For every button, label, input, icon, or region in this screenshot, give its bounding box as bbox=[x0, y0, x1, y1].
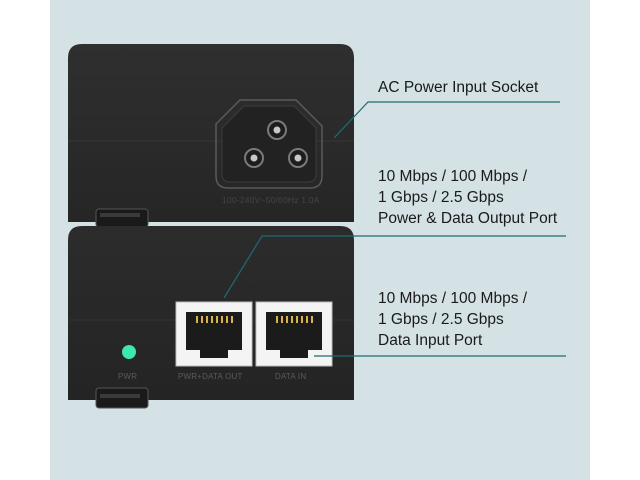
callout-ac-input: AC Power Input Socket bbox=[378, 77, 538, 98]
ratings-label: 100-240V~50/60Hz 1.0A bbox=[222, 195, 320, 205]
data-input-port bbox=[255, 301, 333, 367]
callout-poe-output-line-2: 1 Gbps / 2.5 Gbps bbox=[378, 189, 504, 206]
ac-power-socket bbox=[215, 99, 323, 189]
callout-data-input-line-2: 1 Gbps / 2.5 Gbps bbox=[378, 311, 504, 328]
callout-data-input: 10 Mbps / 100 Mbps / 1 Gbps / 2.5 Gbps D… bbox=[378, 288, 527, 351]
mounting-clip-bottom bbox=[95, 387, 149, 409]
callout-data-input-line-1: 10 Mbps / 100 Mbps / bbox=[378, 290, 528, 307]
leader-line-poe-output bbox=[223, 235, 566, 299]
callout-poe-output: 10 Mbps / 100 Mbps / 1 Gbps / 2.5 Gbps P… bbox=[378, 166, 557, 229]
callout-ac-input-line-1: AC Power Input Socket bbox=[378, 79, 539, 96]
pwr-label: PWR bbox=[118, 372, 138, 381]
poe-output-port bbox=[175, 301, 253, 367]
callout-poe-output-line-1: 10 Mbps / 100 Mbps / bbox=[378, 168, 528, 185]
power-led bbox=[122, 345, 136, 359]
callout-data-input-line-3: Data Input Port bbox=[378, 332, 483, 349]
mounting-clip-top bbox=[95, 208, 149, 228]
leader-line-ac-input bbox=[333, 101, 560, 139]
callout-poe-output-line-3: Power & Data Output Port bbox=[378, 210, 558, 227]
in-port-label: DATA IN bbox=[275, 372, 307, 381]
out-port-label: PWR+DATA OUT bbox=[178, 372, 243, 381]
